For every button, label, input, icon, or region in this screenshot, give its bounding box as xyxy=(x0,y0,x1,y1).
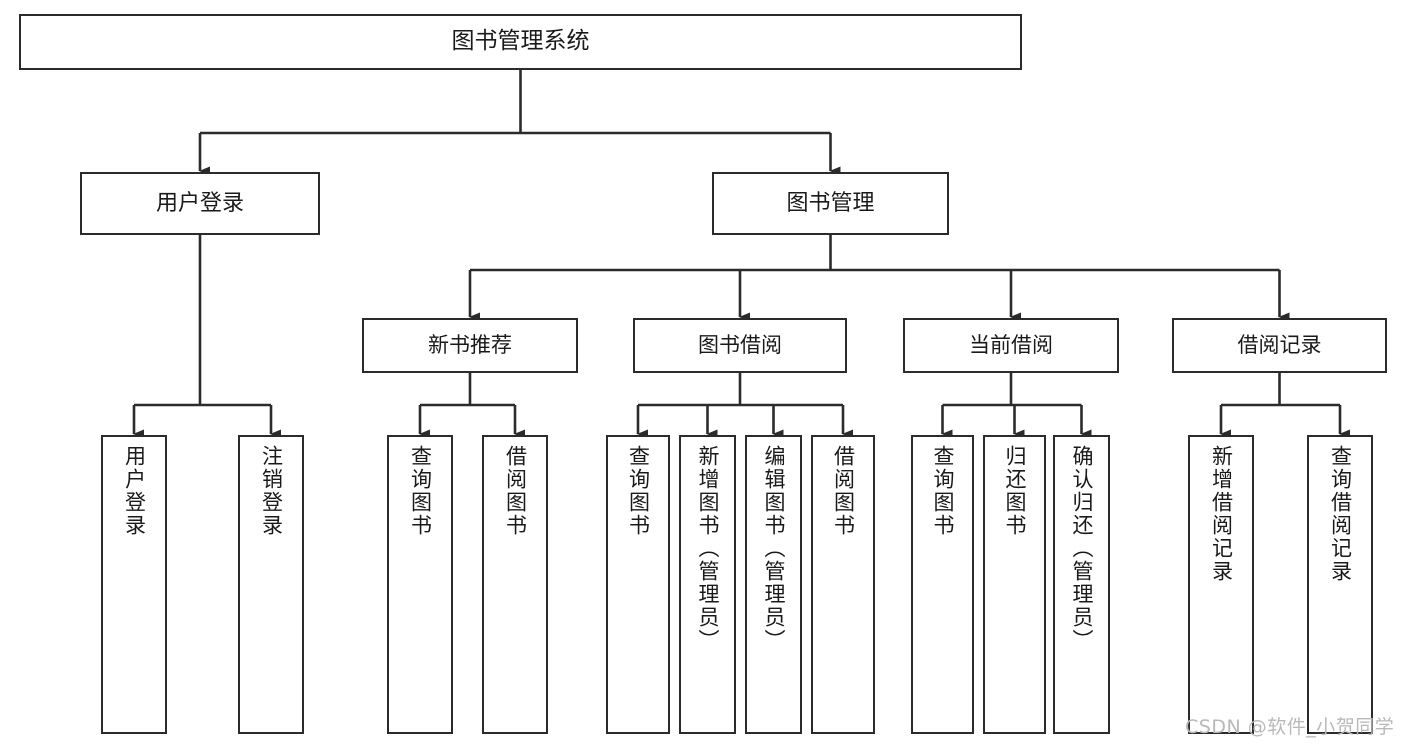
node-leaf-query-book-1[interactable]: 查询图书 xyxy=(387,435,453,734)
node-leaf-borrow-book-1[interactable]: 借阅图书 xyxy=(482,435,548,734)
node-label: 归还图书 xyxy=(1003,445,1027,537)
node-label: 查询图书 xyxy=(626,445,651,537)
node-leaf-borrow-book-2[interactable]: 借阅图书 xyxy=(811,435,875,734)
node-label: 图书管理 xyxy=(786,190,875,216)
node-leaf-query-borrow-record[interactable]: 查询借阅记录 xyxy=(1307,435,1373,734)
node-label: 当前借阅 xyxy=(969,333,1053,358)
node-borrow-record[interactable]: 借阅记录 xyxy=(1172,318,1387,373)
watermark-text: CSDN @软件_小贺同学 xyxy=(1185,716,1395,738)
node-user-login[interactable]: 用户登录 xyxy=(80,172,320,235)
node-leaf-add-borrow-record[interactable]: 新增借阅记录 xyxy=(1188,435,1254,734)
node-label: 借阅图书 xyxy=(831,445,856,537)
node-leaf-confirm-return-admin[interactable]: 确认归还（管理员） xyxy=(1053,435,1110,734)
node-label: 用户登录 xyxy=(155,190,244,216)
node-label: 查询图书 xyxy=(408,445,433,537)
node-label: 确认归还（管理员） xyxy=(1070,445,1094,652)
node-label: 查询借阅记录 xyxy=(1328,445,1353,583)
node-new-book-rec[interactable]: 新书推荐 xyxy=(362,318,578,373)
node-label: 借阅图书 xyxy=(503,445,528,537)
node-label: 注销登录 xyxy=(259,445,284,537)
node-leaf-add-book-admin[interactable]: 新增图书（管理员） xyxy=(679,435,736,734)
node-label: 新增图书（管理员） xyxy=(696,445,720,652)
node-leaf-query-book-2[interactable]: 查询图书 xyxy=(606,435,670,734)
node-leaf-user-login[interactable]: 用户登录 xyxy=(101,435,167,734)
node-label: 用户登录 xyxy=(122,445,147,537)
node-label: 图书借阅 xyxy=(698,333,782,358)
node-label: 新书推荐 xyxy=(428,333,512,358)
node-label: 编辑图书（管理员） xyxy=(762,445,786,652)
node-label: 借阅记录 xyxy=(1237,333,1322,358)
node-book-borrow[interactable]: 图书借阅 xyxy=(633,318,847,373)
node-root-title[interactable]: 图书管理系统 xyxy=(19,14,1022,70)
node-leaf-logout-login[interactable]: 注销登录 xyxy=(238,435,304,734)
node-label: 查询图书 xyxy=(931,445,955,537)
node-leaf-edit-book-admin[interactable]: 编辑图书（管理员） xyxy=(745,435,802,734)
node-leaf-query-book-3[interactable]: 查询图书 xyxy=(911,435,974,734)
node-book-manage[interactable]: 图书管理 xyxy=(712,172,949,235)
node-label: 图书管理系统 xyxy=(451,28,590,55)
node-current-borrow[interactable]: 当前借阅 xyxy=(903,318,1119,373)
node-label: 新增借阅记录 xyxy=(1209,445,1234,583)
node-leaf-return-book[interactable]: 归还图书 xyxy=(983,435,1046,734)
